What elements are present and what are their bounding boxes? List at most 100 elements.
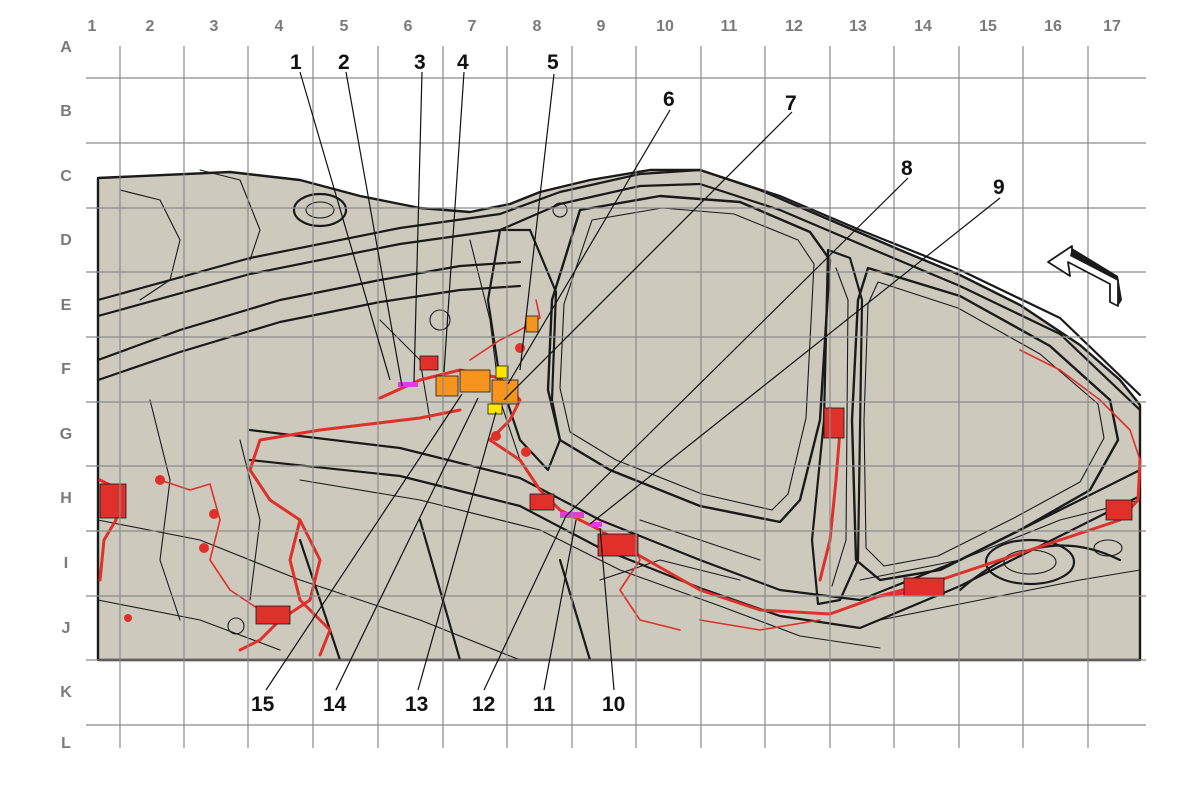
connector-red-2 xyxy=(597,533,639,557)
grid-row-label: L xyxy=(61,735,71,752)
grid-column-label: 9 xyxy=(597,18,606,35)
firewall-detail xyxy=(149,399,181,621)
roof-rail-lower xyxy=(96,182,1142,412)
leader-2 xyxy=(345,71,403,387)
connector-yellow-1 xyxy=(495,365,509,379)
leader-6 xyxy=(507,109,671,385)
rocker-panel-line xyxy=(299,479,881,649)
grid-column-label: 4 xyxy=(275,18,284,35)
grid-column-label: 6 xyxy=(404,18,413,35)
grid-row-label: I xyxy=(64,555,68,572)
forward-arrow-icon xyxy=(1047,245,1122,307)
harness-rear-sill xyxy=(699,619,821,631)
connector-red-11 xyxy=(199,543,209,553)
grid-column-label: 12 xyxy=(785,18,803,35)
connector-red-13 xyxy=(521,447,531,457)
callout-9: 9 xyxy=(993,176,1005,199)
leader-14 xyxy=(335,397,479,691)
floor-crossmember-1 xyxy=(298,538,342,662)
leader-7 xyxy=(503,111,793,401)
connector-orange-1 xyxy=(435,375,459,397)
grommet-2 xyxy=(227,617,245,635)
harness-left-kick xyxy=(159,479,261,611)
grid-row-label: D xyxy=(60,232,72,249)
leader-4 xyxy=(443,71,465,373)
reference-grid xyxy=(86,46,1146,748)
panel-line-2 xyxy=(599,559,741,581)
grid-row-label: B xyxy=(60,103,72,120)
grid-column-label: 7 xyxy=(468,18,477,35)
grommet-1 xyxy=(429,309,451,331)
front-window-opening xyxy=(546,194,832,524)
wiring-harness xyxy=(98,299,1142,657)
callout-3: 3 xyxy=(414,51,426,74)
front-window-inner xyxy=(559,207,815,511)
leader-11 xyxy=(543,519,577,691)
grid-column-label: 5 xyxy=(340,18,349,35)
grid-row-label: G xyxy=(60,426,72,443)
connector-red-14 xyxy=(491,431,501,441)
connector-magenta-3 xyxy=(590,522,602,527)
callout-5: 5 xyxy=(547,51,559,74)
harness-upper-branch xyxy=(469,299,541,361)
leader-13 xyxy=(417,411,497,691)
grid-column-label: 3 xyxy=(210,18,219,35)
strut-tower xyxy=(292,192,348,228)
floor-edge xyxy=(97,599,281,651)
callout-1: 1 xyxy=(290,51,302,74)
connector-red-10 xyxy=(209,509,219,519)
grid-row-label: C xyxy=(60,168,72,185)
harness-rear-quarter xyxy=(1019,349,1141,461)
dashboard-beam xyxy=(96,260,522,362)
callout-13: 13 xyxy=(405,693,428,716)
callout-15: 15 xyxy=(251,693,275,716)
callout-12: 12 xyxy=(472,693,495,716)
callout-2: 2 xyxy=(338,51,350,74)
connector-red-3 xyxy=(823,407,845,439)
firewall-detail-2 xyxy=(239,439,261,601)
connector-magenta-1 xyxy=(398,382,418,387)
grid-column-label: 16 xyxy=(1044,18,1062,35)
strut-tower-inner xyxy=(305,201,335,219)
callout-7: 7 xyxy=(785,92,797,115)
grid-column-label: 17 xyxy=(1103,18,1121,35)
connector-orange-2 xyxy=(459,369,491,393)
connector-orange-3 xyxy=(491,379,519,405)
vehicle-body xyxy=(96,168,1142,662)
grid-row-label: E xyxy=(61,297,72,314)
connector-red-5 xyxy=(903,577,945,597)
leader-12 xyxy=(483,515,567,691)
callout-6: 6 xyxy=(663,88,675,111)
grid-row-label: F xyxy=(61,361,71,378)
leader-15 xyxy=(265,393,463,691)
leader-8 xyxy=(565,177,909,517)
front-apron xyxy=(119,189,181,301)
panel-line-3 xyxy=(639,519,761,561)
rear-hole xyxy=(1093,539,1123,557)
connector-red-4 xyxy=(99,483,127,519)
grid-row-label: H xyxy=(60,490,72,507)
a-pillar xyxy=(486,228,562,472)
connector-red-12 xyxy=(124,614,132,622)
rear-window-inner xyxy=(863,281,1105,567)
callout-11: 11 xyxy=(533,693,556,716)
grid-column-label: 2 xyxy=(146,18,155,35)
callout-labels: 1 2 3 4 5 6 7 8 9 10 11 12 13 14 15 xyxy=(251,51,1005,716)
front-apron-2 xyxy=(199,169,261,261)
grid-column-label: 8 xyxy=(533,18,542,35)
grid-row-label: J xyxy=(62,620,71,637)
grid-row-label: K xyxy=(60,684,72,701)
grid-column-label: 15 xyxy=(979,18,997,35)
grommet-3 xyxy=(552,202,568,218)
connector-orange-4 xyxy=(525,315,539,333)
connector-red-8 xyxy=(529,493,555,511)
b-pillar-inner xyxy=(831,267,849,587)
connector-red-6 xyxy=(1105,499,1133,521)
floor-tunnel xyxy=(97,519,521,661)
a-pillar-detail xyxy=(469,239,521,461)
leader-5 xyxy=(519,73,555,371)
leader-9 xyxy=(589,197,1001,525)
